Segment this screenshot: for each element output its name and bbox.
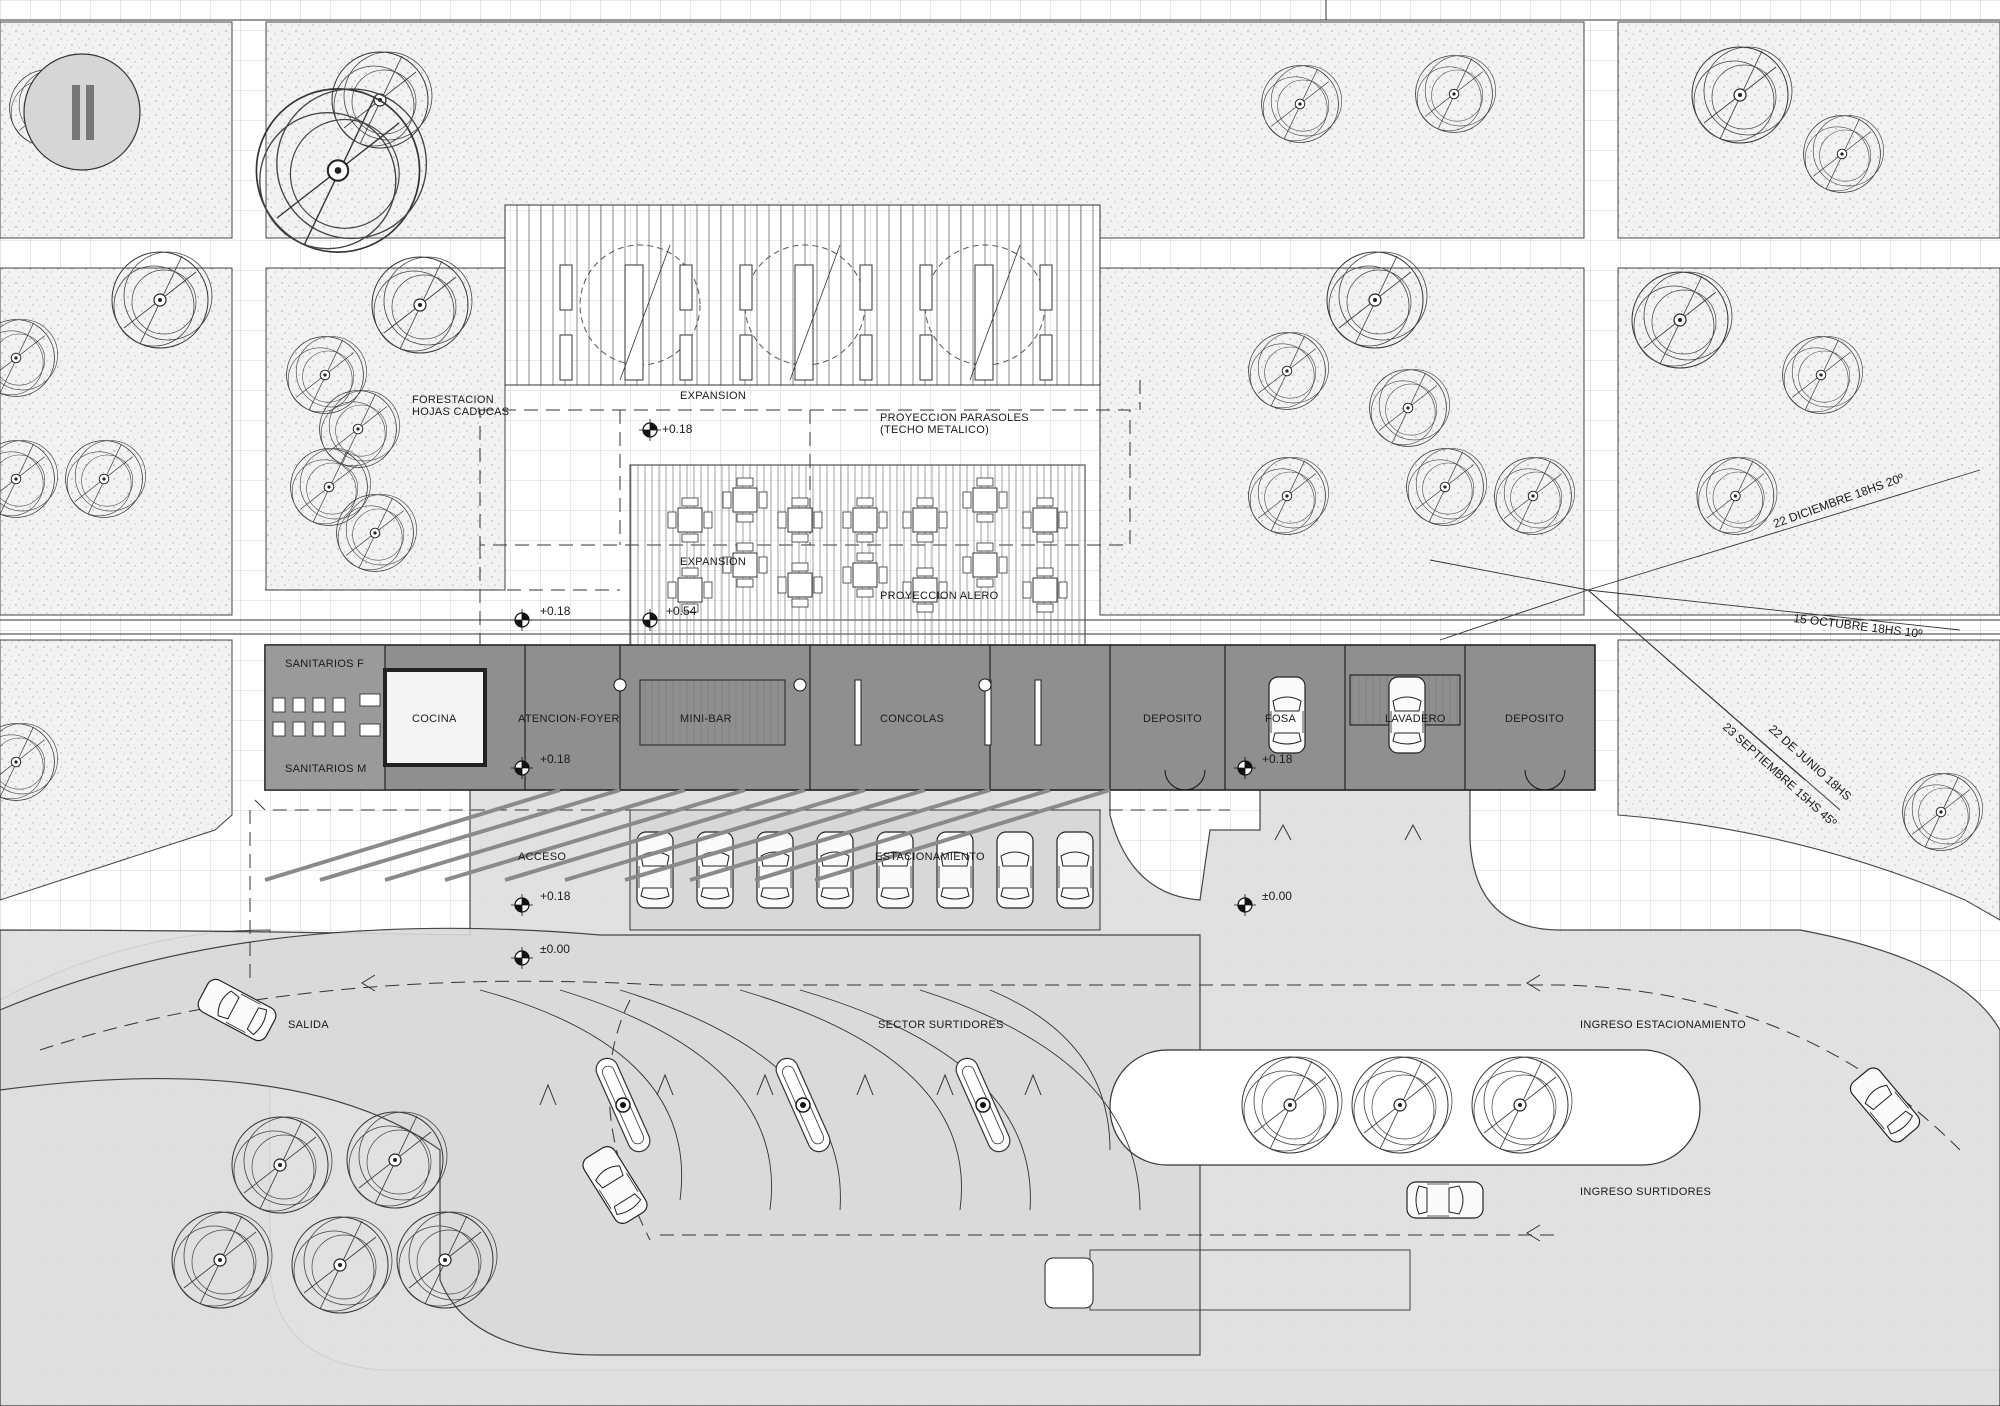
label-consolas: CONCOLAS xyxy=(880,713,944,725)
level-value: +0.18 xyxy=(540,889,571,903)
access-ramps xyxy=(264,788,1111,882)
label-deposito-2: DEPOSITO xyxy=(1505,713,1564,725)
level-value: +0.18 xyxy=(540,752,571,766)
level-value: +0.18 xyxy=(662,422,693,436)
label-parasoles: PROYECCION PARASOLES xyxy=(880,412,1029,424)
label-sanitarios-f: SANITARIOS F xyxy=(285,658,364,670)
label-acceso: ACCESO xyxy=(518,851,566,863)
label-cocina: COCINA xyxy=(412,713,457,725)
label-expansion-top: EXPANSION xyxy=(680,390,746,402)
label-deposito-1: DEPOSITO xyxy=(1143,713,1202,725)
tank xyxy=(23,53,141,171)
terrace xyxy=(629,464,1086,646)
label-fosa: FOSA xyxy=(1265,713,1297,725)
level-labels: +0.18 +0.18 +0.54 +0.18 +0.18 +0.18 ±0.0… xyxy=(540,422,1293,956)
level-value: ±0.00 xyxy=(540,942,570,956)
room-labels: EXPANSION FORESTACION HOJAS CADUCAS PROY… xyxy=(285,390,1746,1198)
label-techo-metalico: (TECHO METALICO) xyxy=(880,424,989,436)
label-lavadero: LAVADERO xyxy=(1385,713,1446,725)
label-forestacion: FORESTACION xyxy=(412,394,494,406)
label-atencion-foyer: ATENCION-FOYER xyxy=(518,713,620,725)
label-ingreso-surtidores: INGRESO SURTIDORES xyxy=(1580,1186,1711,1198)
label-sanitarios-m: SANITARIOS M xyxy=(285,763,367,775)
sun-study-lines xyxy=(1429,469,1981,811)
level-value: +0.54 xyxy=(666,604,697,618)
label-ingreso-estacionamiento: INGRESO ESTACIONAMIENTO xyxy=(1580,1019,1746,1031)
parking-cars xyxy=(194,676,1924,1309)
label-estacionamiento: ESTACIONAMIENTO xyxy=(875,851,985,863)
level-value: +0.18 xyxy=(1262,752,1293,766)
label-sector-surtidores: SECTOR SURTIDORES xyxy=(878,1019,1004,1031)
pavement xyxy=(0,789,2000,1406)
label-mini-bar: MINI-BAR xyxy=(680,713,732,725)
label-salida: SALIDA xyxy=(288,1019,329,1031)
lane-arrows xyxy=(361,823,1541,1242)
label-proyeccion-alero: PROYECCION ALERO xyxy=(880,590,999,602)
service-building xyxy=(264,644,1596,791)
level-value: +0.18 xyxy=(540,604,571,618)
level-value: ±0.00 xyxy=(1262,889,1292,903)
label-expansion-mid: EXPANSION xyxy=(680,556,746,568)
pergola-top xyxy=(504,204,1101,386)
label-hojas-caducas: HOJAS CADUCAS xyxy=(412,406,509,418)
